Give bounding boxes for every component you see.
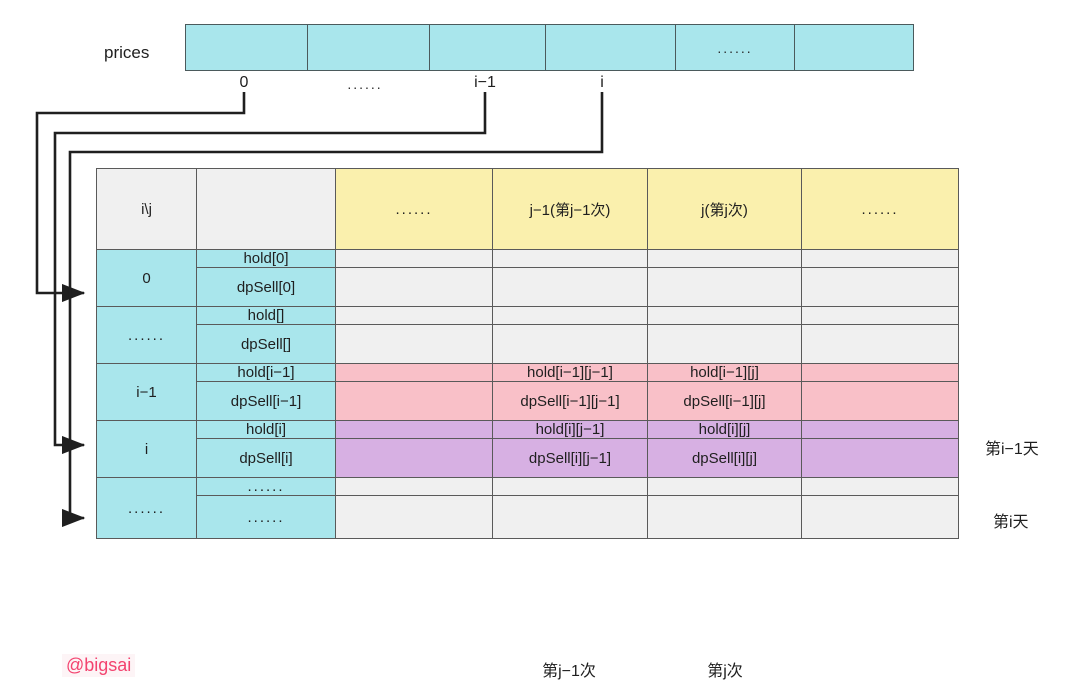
cell	[335, 495, 493, 539]
header-cell-blank	[196, 168, 336, 250]
header-cell-ellipsis-right: ......	[801, 168, 959, 250]
cell	[647, 495, 802, 539]
cell	[335, 420, 493, 439]
table-row: ...... hold[]	[96, 306, 959, 364]
row-name-ellipsis-2: ......	[196, 495, 336, 539]
prices-cell-3	[545, 24, 676, 71]
prices-cell-1	[307, 24, 430, 71]
row-group-label-ellipsis-bottom: ......	[96, 477, 197, 539]
row-name-dpsell-i: dpSell[i]	[196, 438, 336, 478]
row-name-ellipsis-1: ......	[196, 477, 336, 496]
cell	[335, 249, 493, 268]
watermark: @bigsai	[62, 654, 136, 677]
row-name-hold-0: hold[0]	[196, 249, 336, 268]
header-cell-ij: i\j	[96, 168, 197, 250]
table-row: i hold[i] hold[i][j−1] hold[i][j]	[96, 420, 959, 478]
cell-dpsell-i-j: dpSell[i][j]	[647, 438, 802, 478]
table-row: ......	[97, 495, 959, 539]
side-label-day-i: 第i天	[993, 514, 1029, 531]
cell	[492, 324, 648, 364]
cell	[647, 324, 802, 364]
table-header-row: i\j ...... j−1(第j−1次) j(第j次) ......	[96, 168, 959, 250]
cell	[492, 249, 648, 268]
bottom-label-j: 第j次	[707, 663, 743, 680]
prices-cell-0	[185, 24, 308, 71]
cell	[647, 477, 802, 496]
header-cell-ellipsis-left: ......	[335, 168, 493, 250]
table-row: ...... ......	[96, 477, 959, 539]
row-name-hold-blank: hold[]	[196, 306, 336, 325]
row-group-label-ellipsis-top: ......	[96, 306, 197, 364]
cell	[647, 267, 802, 307]
row-name-hold-i: hold[i]	[196, 420, 336, 439]
cell	[492, 306, 648, 325]
cell	[335, 477, 493, 496]
row-name-dpsell-0: dpSell[0]	[196, 267, 336, 307]
row-name-hold-i-minus-1: hold[i−1]	[196, 363, 336, 382]
prices-cell-2	[429, 24, 546, 71]
table-row: i−1 hold[i−1] hold[i−1][j−1] hold[i−1][j…	[96, 363, 959, 421]
cell	[647, 306, 802, 325]
bottom-label-j-minus-1: 第j−1次	[542, 663, 596, 680]
prices-cell-5	[794, 24, 914, 71]
cell	[801, 267, 959, 307]
cell	[335, 267, 493, 307]
header-cell-j-minus-1: j−1(第j−1次)	[492, 168, 648, 250]
table-row: dpSell[i] dpSell[i][j−1] dpSell[i][j]	[97, 438, 959, 478]
table-row: dpSell[]	[97, 324, 959, 364]
cell-hold-i-j: hold[i][j]	[647, 420, 802, 439]
cell	[492, 495, 648, 539]
cell	[492, 267, 648, 307]
cell-hold-im1-jm1: hold[i−1][j−1]	[492, 363, 648, 382]
cell	[801, 420, 959, 439]
cell-dpsell-i-jm1: dpSell[i][j−1]	[492, 438, 648, 478]
cell-hold-i-jm1: hold[i][j−1]	[492, 420, 648, 439]
table-row: dpSell[0]	[97, 267, 959, 307]
cell	[801, 381, 959, 421]
row-group-label-0: 0	[96, 249, 197, 307]
cell	[335, 363, 493, 382]
cell	[801, 495, 959, 539]
cell	[801, 306, 959, 325]
cell	[492, 477, 648, 496]
table-row: 0 hold[0]	[96, 249, 959, 307]
cell-dpsell-im1-j: dpSell[i−1][j]	[647, 381, 802, 421]
table-row: dpSell[i−1] dpSell[i−1][j−1] dpSell[i−1]…	[97, 381, 959, 421]
cell	[801, 438, 959, 478]
cell	[647, 249, 802, 268]
row-group-label-i: i	[96, 420, 197, 478]
cell	[335, 306, 493, 325]
cell-dpsell-im1-jm1: dpSell[i−1][j−1]	[492, 381, 648, 421]
prices-index-ellipsis: ......	[347, 76, 383, 92]
row-group-label-i-minus-1: i−1	[96, 363, 197, 421]
cell	[335, 438, 493, 478]
row-name-dpsell-i-minus-1: dpSell[i−1]	[196, 381, 336, 421]
prices-cell-ellipsis: ......	[675, 24, 795, 71]
cell	[335, 381, 493, 421]
cell-hold-im1-j: hold[i−1][j]	[647, 363, 802, 382]
cell	[801, 324, 959, 364]
prices-index-i-minus-1: i−1	[474, 74, 496, 91]
header-cell-j: j(第j次)	[647, 168, 802, 250]
prices-index-0: 0	[239, 74, 249, 91]
dp-table: i\j ...... j−1(第j−1次) j(第j次) ...... 0 ho…	[96, 168, 959, 539]
prices-index-i: i	[600, 74, 604, 91]
cell	[801, 249, 959, 268]
cell	[801, 363, 959, 382]
prices-array: ......	[185, 24, 914, 71]
cell	[801, 477, 959, 496]
row-name-dpsell-blank: dpSell[]	[196, 324, 336, 364]
cell	[335, 324, 493, 364]
prices-array-label: prices	[104, 43, 150, 62]
side-label-day-i-minus-1: 第i−1天	[985, 441, 1039, 458]
